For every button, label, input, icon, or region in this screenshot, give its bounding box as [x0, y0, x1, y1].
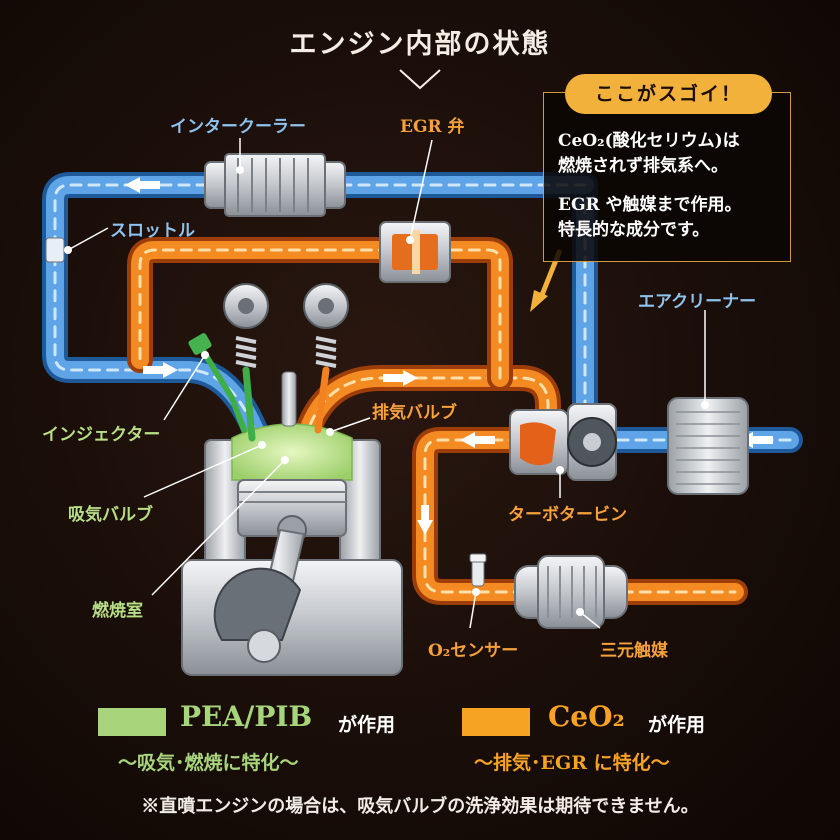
- legend-suffix-ceo: が作用: [648, 714, 706, 736]
- label-intercooler: インタークーラー: [170, 117, 306, 137]
- intercooler-unit: [204, 153, 346, 217]
- leader-dots: [64, 166, 709, 616]
- air-cleaner-unit: [667, 397, 749, 495]
- legend-name-ceo: CeO₂: [548, 700, 625, 733]
- label-catalyst: 三元触媒: [600, 641, 668, 661]
- label-throttle: スロットル: [110, 221, 195, 241]
- label-egr-valve: EGR 弁: [400, 117, 465, 137]
- legend-sub-pea: ～吸気･燃焼に特化～: [118, 752, 299, 774]
- callout-badge: ここがスゴイ！: [565, 74, 772, 114]
- callout-line: EGR や触媒まで作用。: [558, 195, 742, 215]
- engine-block: [181, 423, 403, 676]
- callout-line: CeO₂(酸化セリウム)は: [558, 131, 740, 151]
- chevron-down-icon: [399, 69, 441, 90]
- egr-valve-unit: [379, 221, 451, 283]
- label-air-cleaner: エアクリーナー: [638, 292, 757, 312]
- legend-swatch-pea: [98, 708, 166, 736]
- label-o2-sensor: O₂センサー: [428, 641, 519, 661]
- highlight-callout: [543, 92, 791, 262]
- turbo-unit: [509, 403, 617, 481]
- valvetrain: [188, 283, 349, 442]
- catalyst-unit: [514, 555, 628, 629]
- label-exhaust-valve: 排気バルブ: [372, 403, 457, 423]
- legend-suffix-pea: が作用: [338, 714, 396, 736]
- label-turbo: ターボタービン: [508, 505, 627, 525]
- legend-sub-ceo: ～排気･EGR に特化～: [474, 752, 670, 774]
- label-combustion-chamber: 燃焼室: [92, 601, 143, 621]
- callout-line: 特長的な成分です。: [558, 220, 710, 240]
- page-title: エンジン内部の状態: [289, 29, 551, 60]
- leader-lines: [67, 138, 706, 629]
- label-injector: インジェクター: [42, 425, 161, 445]
- legend-swatch-ceo: [462, 708, 530, 736]
- callout-line: 燃焼されず排気系へ。: [558, 156, 728, 176]
- footnote: ※直噴エンジンの場合は、吸気バルブの洗浄効果は期待できません。: [141, 796, 699, 817]
- o2-sensor-unit: [469, 553, 487, 587]
- flow-arrows: [125, 177, 773, 535]
- legend-name-pea: PEA/PIB: [180, 700, 313, 733]
- throttle-body: [45, 237, 65, 263]
- label-intake-valve: 吸気バルブ: [68, 505, 153, 525]
